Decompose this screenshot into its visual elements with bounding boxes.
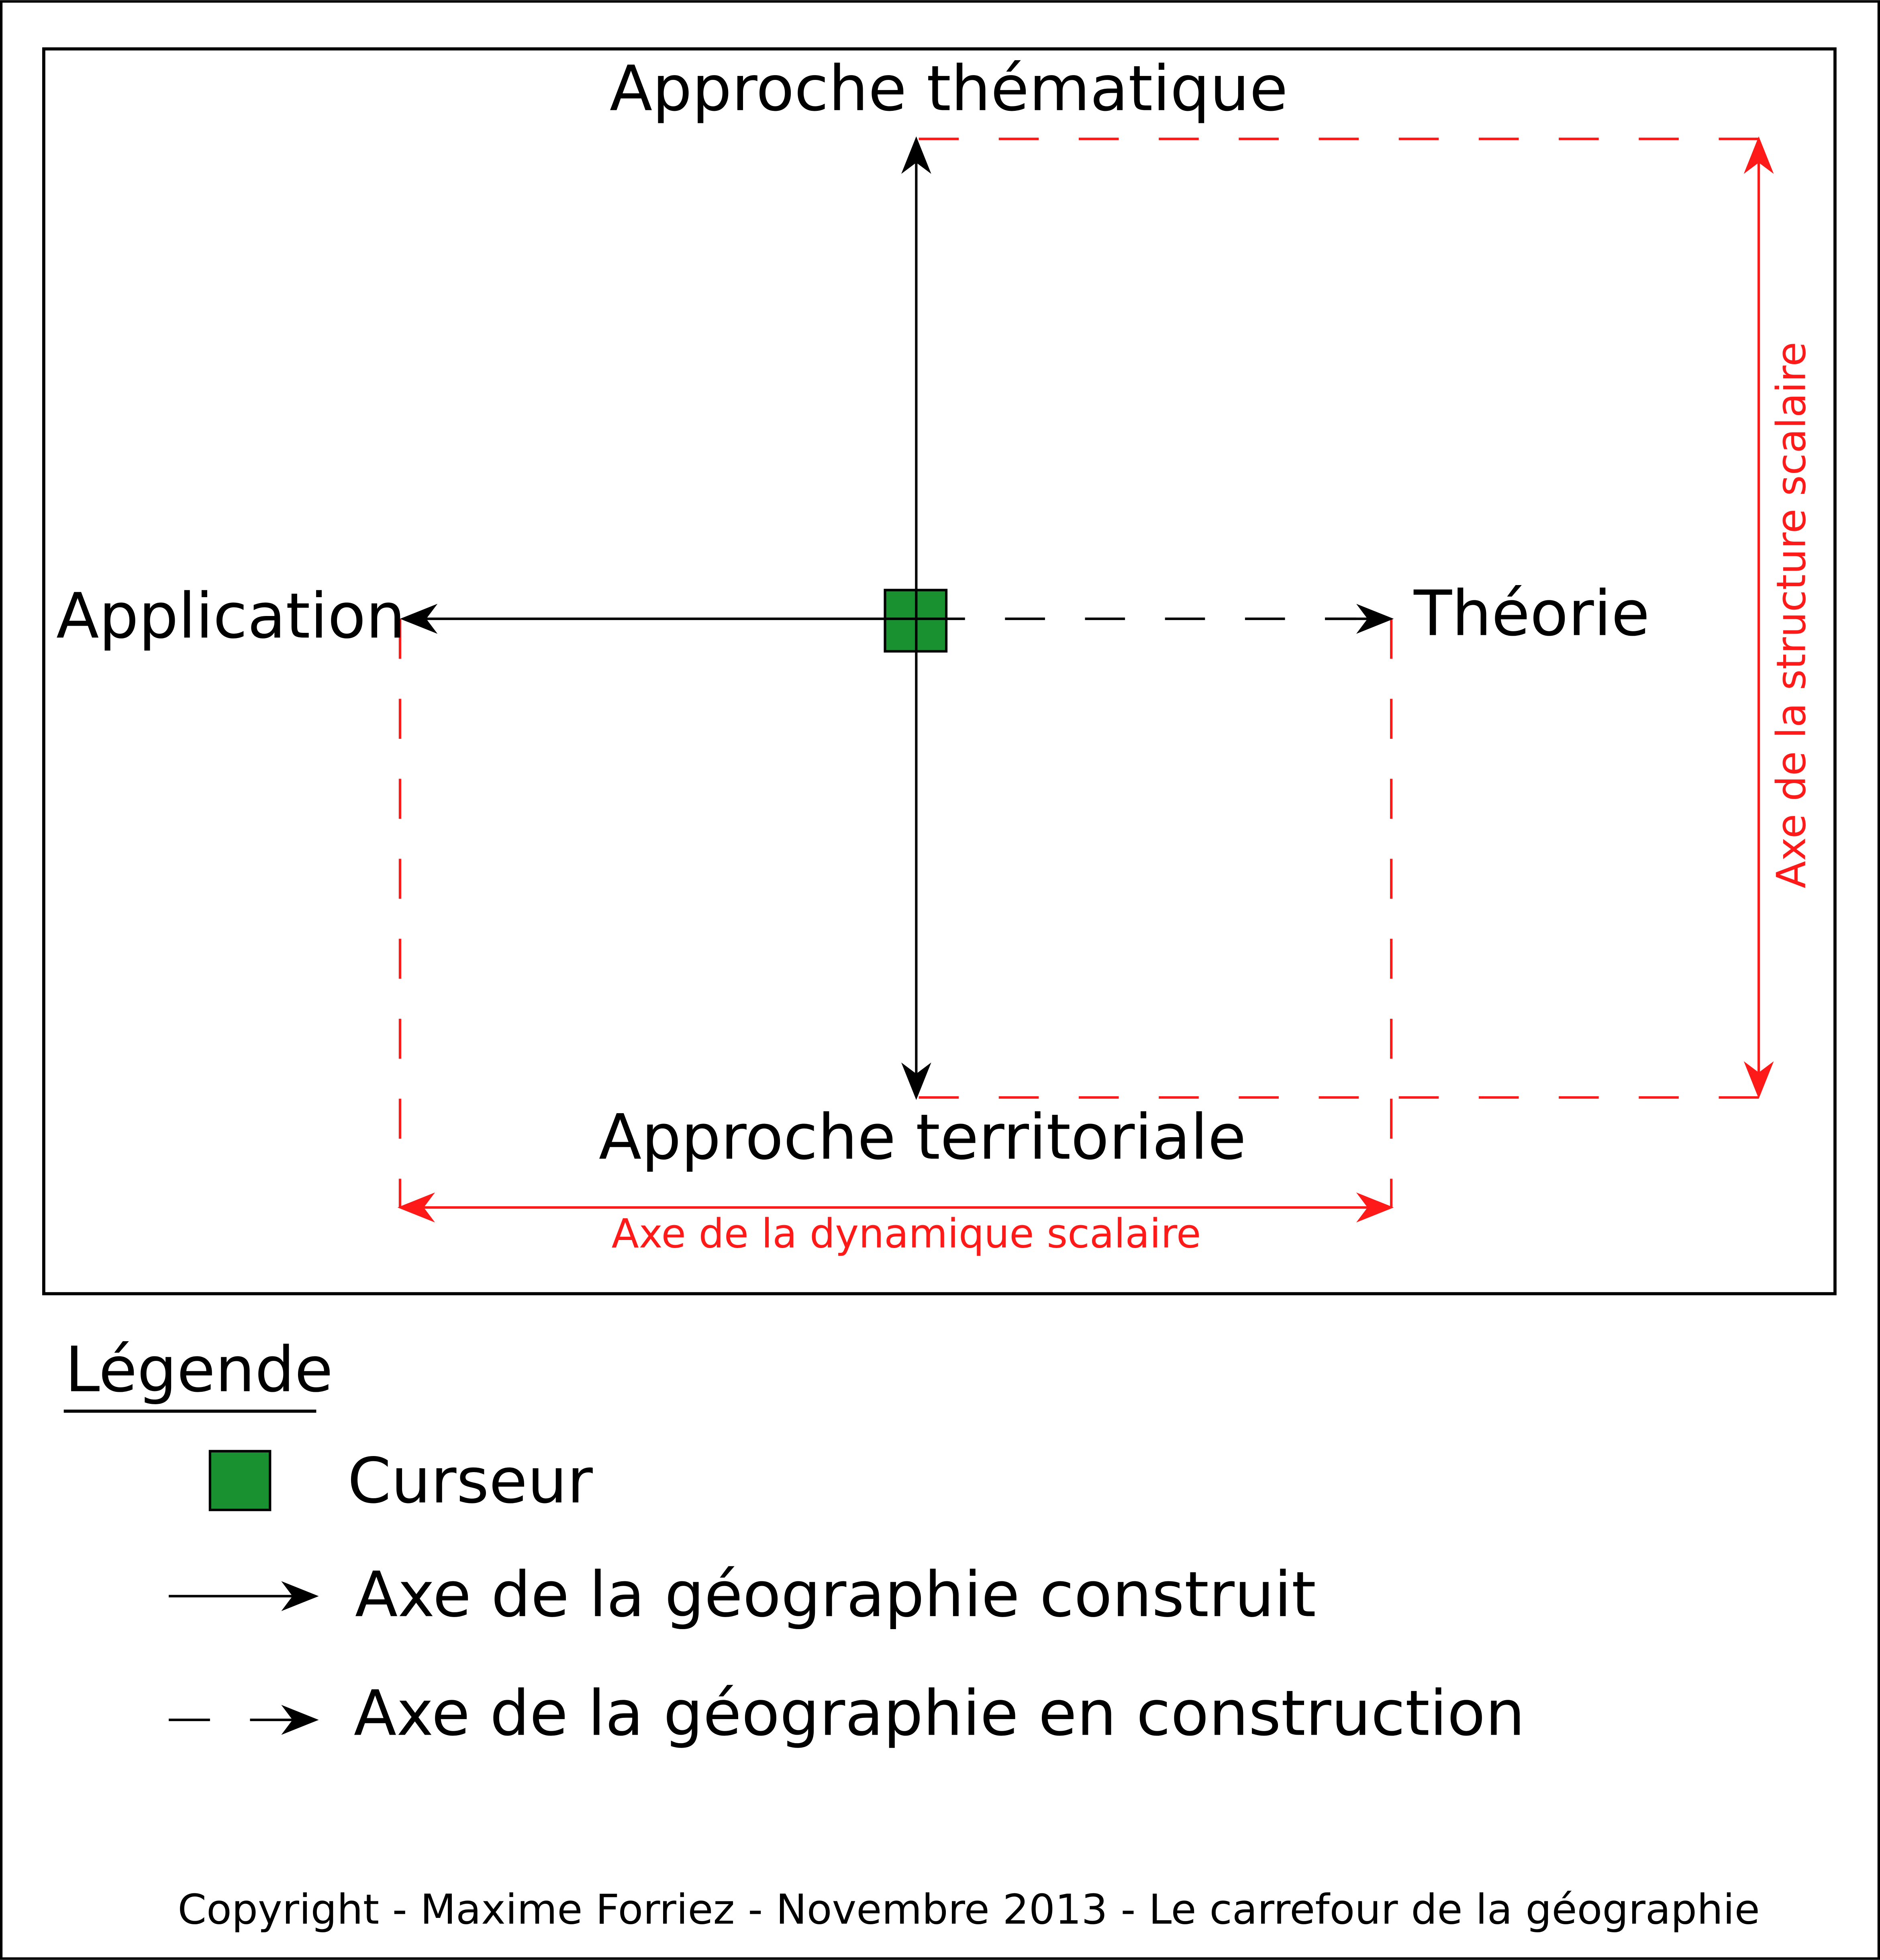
legend-item-construction-axis: Axe de la géographie en construction bbox=[354, 1677, 1525, 1750]
copyright-footer: Copyright - Maxime Forriez - Novembre 20… bbox=[178, 1886, 1760, 1933]
legend-item-cursor: Curseur bbox=[347, 1444, 593, 1517]
left-label: Application bbox=[56, 580, 405, 653]
scalar-structure-box bbox=[398, 137, 1759, 1207]
top-label: Approche thématique bbox=[610, 52, 1288, 125]
scalar-structure-label: Axe de la structure scalaire bbox=[1768, 342, 1815, 888]
legend-item-built-axis: Axe de la géographie construit bbox=[355, 1558, 1316, 1631]
scalar-dynamic-label: Axe de la dynamique scalaire bbox=[612, 1211, 1201, 1257]
bottom-label: Approche territoriale bbox=[599, 1101, 1246, 1174]
diagram-frame bbox=[42, 47, 1837, 1295]
right-label: Théorie bbox=[1413, 577, 1650, 650]
green-square-icon bbox=[208, 1450, 271, 1511]
legend-title: Légende bbox=[65, 1333, 333, 1406]
